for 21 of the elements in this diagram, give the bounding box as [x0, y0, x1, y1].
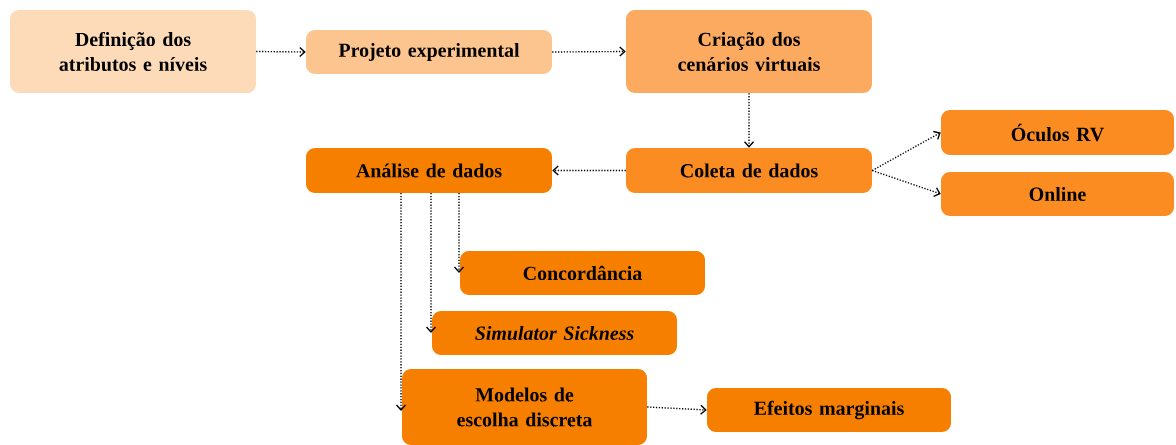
process-box: Definição dos atributos e níveis: [10, 10, 256, 93]
process-box: Coleta de dados: [626, 148, 872, 193]
process-box: Análise de dados: [306, 148, 552, 193]
arrow: [743, 92, 755, 148]
process-box: Online: [941, 172, 1174, 216]
arrow: [425, 192, 437, 333]
process-box: Simulator Sickness: [432, 311, 677, 355]
arrow: [255, 46, 306, 58]
process-box: Criação dos cenários virtuais: [626, 10, 872, 93]
arrow: [871, 130, 941, 172]
arrow: [395, 192, 407, 411]
arrow: [551, 46, 626, 57]
process-box: Efeitos marginais: [707, 388, 951, 432]
process-box: Óculos RV: [941, 110, 1174, 155]
arrow: [453, 192, 465, 273]
arrow: [871, 169, 941, 197]
process-box: Concordância: [460, 251, 705, 295]
process-box: Projeto experimental: [306, 30, 552, 74]
arrow: [646, 404, 707, 415]
process-box: Modelos de escolha discreta: [402, 369, 647, 445]
arrow: [552, 165, 627, 176]
